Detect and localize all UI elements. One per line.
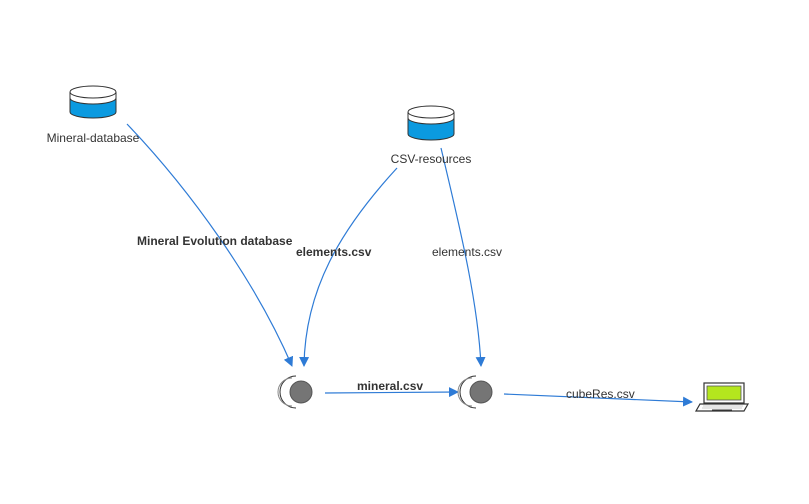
edge-elements-left[interactable] [299,167,398,367]
edge-cube-res[interactable] [503,393,693,407]
edge-mineral-csv[interactable] [324,387,459,398]
mineral-database-label: Mineral-database [46,131,140,145]
edge-mineral-evolution[interactable] [126,123,294,367]
process-node-1-icon[interactable] [277,375,313,409]
edge-label-cube-res: cubeRes.csv [566,387,635,401]
process-node-2-icon[interactable] [457,375,493,409]
mineral-database-icon[interactable] [69,85,117,119]
edge-elements-right[interactable] [440,147,486,367]
edge-label-elements-right: elements.csv [432,245,503,259]
csv-resources-database-icon[interactable] [407,105,455,141]
edge-label-mineral-csv: mineral.csv [357,379,424,393]
edge-label-mineral-evolution: Mineral Evolution database [137,234,293,248]
laptop-icon[interactable] [694,382,750,412]
edge-label-elements-left: elements.csv [296,245,372,259]
csv-resources-label: CSV-resources [390,152,472,166]
